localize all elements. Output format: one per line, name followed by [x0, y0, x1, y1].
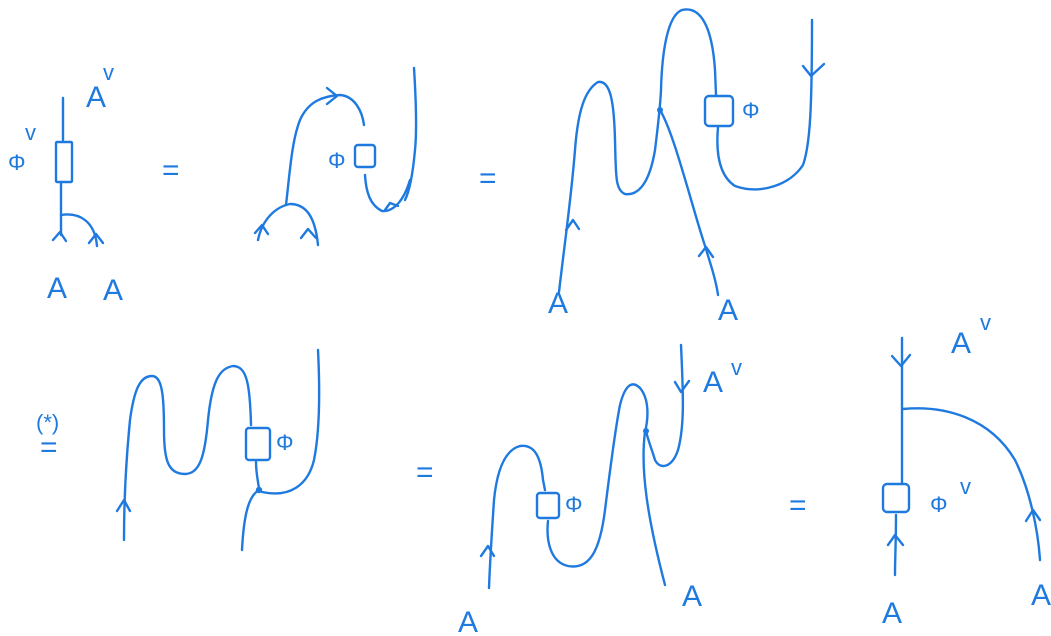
- diagram-1: [53, 98, 103, 246]
- equals-sign: =: [40, 431, 58, 464]
- equals-sign: =: [479, 162, 497, 195]
- phi-box: [355, 145, 375, 167]
- label-a: A: [103, 274, 123, 307]
- label-a: A: [458, 606, 478, 636]
- right-strand: [405, 68, 416, 200]
- label-phi: Φ: [328, 148, 346, 173]
- equals-sign: =: [416, 456, 434, 489]
- equals-sign: =: [162, 154, 180, 187]
- cap-strand: [717, 20, 812, 189]
- label-phi: Φ: [742, 98, 760, 123]
- label-dual-mark: v: [103, 60, 114, 85]
- vertex-leg: [242, 462, 259, 550]
- string-diagram-strokes: [53, 9, 1040, 588]
- equals-sign: =: [789, 489, 807, 522]
- arrow-right: [301, 229, 316, 238]
- diagram-5: [481, 345, 689, 588]
- label-a: A: [682, 580, 702, 613]
- right-strand: [646, 345, 683, 466]
- label-a-dual: A: [703, 366, 723, 399]
- label-a: A: [718, 294, 738, 327]
- split-cap: [258, 204, 318, 245]
- phi-box: [883, 484, 909, 512]
- lower-strand: [895, 515, 896, 575]
- label-phi: Φ: [8, 150, 26, 175]
- label-phi-dual-mark: v: [960, 474, 971, 499]
- label-phi: Φ: [565, 492, 583, 517]
- right-strand: [262, 350, 319, 493]
- diagram-3: [559, 9, 824, 295]
- cup-strand: [548, 384, 648, 566]
- label-phi: Φ: [276, 430, 294, 455]
- arrow-down-right: [803, 64, 824, 76]
- diagram-6: [883, 338, 1040, 575]
- phi-box: [246, 428, 270, 460]
- label-a: A: [548, 287, 568, 320]
- left-strand: [559, 9, 716, 292]
- phi-box: [537, 493, 559, 518]
- branch-arc: [903, 408, 1040, 560]
- cup-strand: [286, 95, 364, 205]
- phi-box: [705, 96, 733, 126]
- label-dual-mark: v: [731, 355, 742, 380]
- label-dual-mark: v: [980, 310, 991, 335]
- phi-box: [56, 142, 72, 182]
- label-a-dual: A: [86, 81, 106, 114]
- label-phi: Φ: [930, 492, 948, 517]
- label-a: A: [882, 597, 902, 630]
- zigzag-strand: [124, 366, 251, 540]
- label-a: A: [47, 272, 67, 305]
- label-a: A: [1031, 579, 1051, 612]
- arrow-left: [53, 232, 66, 241]
- label-a-dual: A: [951, 327, 971, 360]
- right-lower-strand: [660, 110, 718, 295]
- label-phi-dual-mark: v: [25, 120, 36, 145]
